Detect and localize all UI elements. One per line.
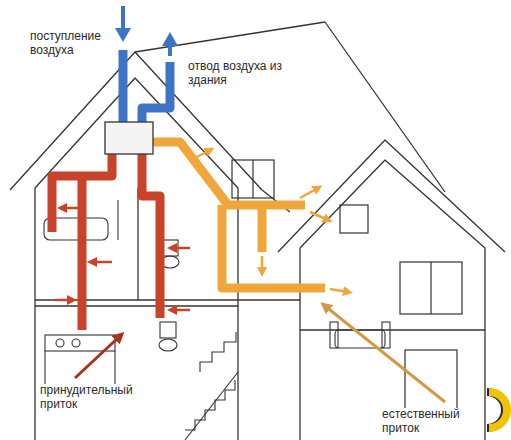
orange-arrows-part bbox=[195, 150, 210, 158]
windows-part bbox=[232, 160, 274, 198]
orange-arrows bbox=[195, 150, 348, 292]
stairs-part bbox=[185, 380, 235, 430]
red-ducts-part bbox=[142, 154, 160, 318]
house-outline-part bbox=[237, 188, 238, 440]
orange-arrows-part bbox=[330, 289, 348, 292]
callout-arrows-part bbox=[75, 336, 120, 378]
house-outline-part bbox=[35, 305, 238, 306]
red-arrows-part bbox=[55, 299, 72, 302]
furniture bbox=[44, 200, 390, 400]
label: отвод воздуха из здания bbox=[186, 60, 286, 88]
red-ducts-part bbox=[78, 176, 87, 330]
furniture-part bbox=[117, 200, 118, 240]
house-outline-part bbox=[325, 22, 445, 192]
blue-pipes-part bbox=[142, 62, 170, 126]
orange-ducts-part bbox=[222, 205, 325, 288]
orange-ducts bbox=[153, 142, 325, 288]
windows-part bbox=[430, 262, 431, 314]
windows-part bbox=[400, 262, 462, 314]
red-arrows-part bbox=[172, 309, 190, 312]
label: естественный приток bbox=[380, 408, 464, 436]
windows-part bbox=[252, 160, 253, 198]
ventilation-unit bbox=[105, 122, 153, 154]
windows-part bbox=[340, 205, 368, 233]
orange-arrows-part bbox=[261, 256, 264, 272]
house-outline-part bbox=[300, 160, 485, 248]
stairs bbox=[185, 332, 238, 440]
red-arrows-part bbox=[92, 261, 112, 264]
red-ducts bbox=[52, 154, 160, 330]
furniture-part bbox=[56, 339, 64, 347]
furniture-part bbox=[330, 322, 338, 348]
callout-arrows-part bbox=[325, 306, 445, 402]
blue-pipes bbox=[123, 50, 170, 126]
house-outline bbox=[10, 22, 505, 440]
blue-pipes-part bbox=[119, 50, 128, 126]
label: поступление воздуха bbox=[28, 30, 112, 58]
blue-arrows bbox=[115, 6, 178, 56]
house-outline-part bbox=[135, 22, 325, 52]
blue-arrows-part bbox=[162, 32, 178, 46]
windows-part bbox=[405, 350, 457, 410]
house-outline-part bbox=[484, 248, 485, 440]
orange-arrows-part bbox=[300, 188, 318, 198]
house-outline-part bbox=[278, 140, 505, 252]
furniture-part bbox=[160, 322, 176, 338]
orange-ducts-part bbox=[153, 142, 305, 205]
red-arrows-part bbox=[172, 247, 190, 250]
furniture-part bbox=[382, 322, 390, 348]
stairs-part bbox=[185, 372, 238, 440]
house-outline-part bbox=[238, 299, 300, 300]
label: принудительный приток bbox=[38, 384, 142, 412]
blue-arrows-part bbox=[121, 6, 125, 30]
stairs-part bbox=[200, 332, 236, 372]
house-outline-part bbox=[35, 299, 238, 300]
house-outline-part bbox=[300, 329, 485, 330]
red-arrows bbox=[55, 208, 190, 310]
red-arrows-part bbox=[62, 207, 80, 210]
watermark-logo bbox=[487, 392, 507, 428]
house-outline-part bbox=[137, 188, 138, 300]
house-outline-part bbox=[34, 188, 35, 440]
furniture-part bbox=[72, 339, 80, 347]
blue-arrows-part bbox=[115, 28, 131, 42]
orange-arrows-part bbox=[310, 212, 328, 220]
furniture-part bbox=[159, 339, 177, 351]
watermark-logo-part bbox=[489, 392, 507, 428]
house-outline-part bbox=[299, 248, 300, 440]
orange-ducts-part bbox=[258, 205, 267, 252]
